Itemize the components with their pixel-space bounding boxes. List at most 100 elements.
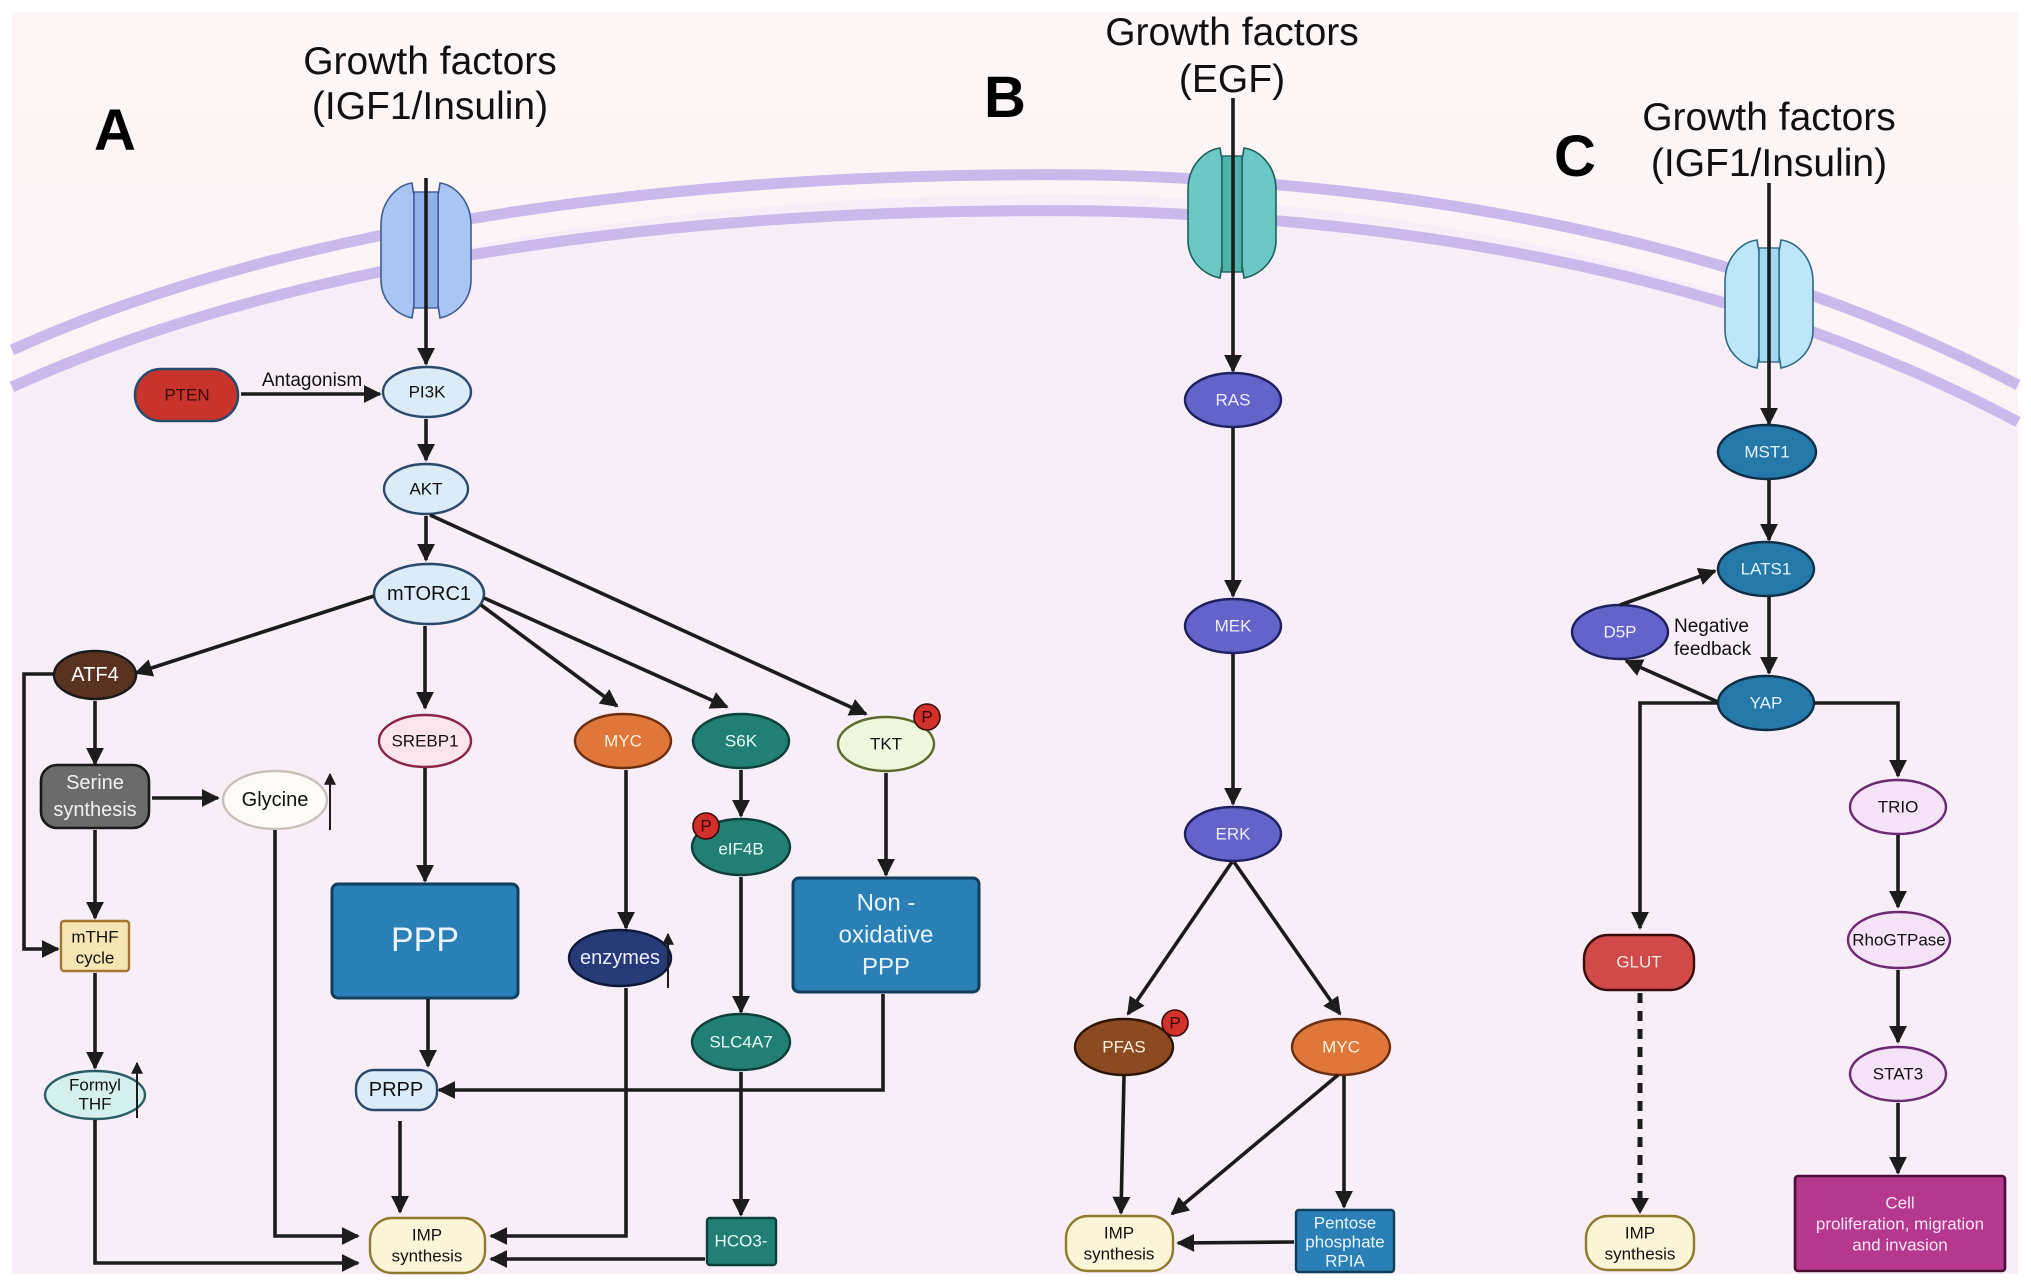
svg-text:synthesis: synthesis: [392, 1247, 463, 1266]
node-stat3: STAT3: [1848, 1045, 1948, 1103]
node-glycine: Glycine: [221, 769, 329, 831]
svg-text:cycle: cycle: [76, 949, 115, 968]
svg-text:ERK: ERK: [1216, 825, 1252, 844]
node-s6k: S6K: [691, 712, 791, 770]
arrow-pfas-to-imp: [1112, 1075, 1131, 1215]
node-erk: ERK: [1183, 805, 1283, 863]
node-ppp: PPP: [330, 882, 520, 1000]
svg-text:MYC: MYC: [1322, 1038, 1360, 1057]
svg-text:proliferation, migration: proliferation, migration: [1816, 1215, 1984, 1234]
svg-text:Pentose: Pentose: [1314, 1214, 1376, 1233]
node-mek: MEK: [1183, 597, 1283, 655]
svg-text:TRIO: TRIO: [1878, 798, 1919, 817]
svg-text:HCO3-: HCO3-: [715, 1232, 768, 1251]
svg-text:SREBP1: SREBP1: [391, 732, 458, 751]
panel-letter-c: C: [1554, 124, 1596, 189]
arrow-mtorc1-to-s6k: [483, 596, 729, 709]
svg-text:MYC: MYC: [604, 732, 642, 751]
ligand-label-b-line2: (EGF): [1179, 58, 1285, 101]
node-eif4b: eIF4B P: [690, 812, 792, 877]
arrow-myc-to-imp: [1170, 1073, 1340, 1216]
svg-text:enzymes: enzymes: [580, 947, 660, 969]
node-tkt: TKT P: [836, 703, 941, 773]
node-prpp: PRPP: [354, 1068, 439, 1112]
negative-feedback-label-line2: feedback: [1674, 639, 1752, 660]
antagonism-label: Antagonism: [262, 370, 362, 391]
arrow-rpia-to-imp: [1176, 1233, 1295, 1252]
svg-text:RAS: RAS: [1216, 391, 1251, 410]
svg-text:GLUT: GLUT: [1616, 953, 1661, 972]
arrow-glycine-to-imp: [273, 830, 360, 1245]
arrow-formyl-thf-to-imp: [93, 1120, 360, 1272]
node-hco3: HCO3-: [705, 1216, 778, 1267]
panel-letter-a: A: [94, 98, 136, 163]
node-pfas: PFAS P: [1073, 1009, 1189, 1077]
svg-text:RPIA: RPIA: [1325, 1252, 1365, 1271]
negative-feedback-label-line1: Negative: [1674, 616, 1749, 637]
svg-text:TKT: TKT: [870, 735, 902, 754]
arrow-akt-to-tkt: [429, 513, 868, 716]
svg-text:PRPP: PRPP: [369, 1079, 423, 1101]
node-myc-a: MYC: [573, 712, 673, 770]
arrow-atf4-to-mthf: [22, 672, 60, 958]
node-enzymes: enzymes: [567, 928, 673, 988]
arrow-yap-to-trio: [1814, 701, 1907, 778]
svg-text:S6K: S6K: [725, 732, 758, 751]
node-slc4a7: SLC4A7: [690, 1012, 792, 1072]
node-trio: TRIO: [1848, 778, 1948, 836]
node-lats1: LATS1: [1716, 540, 1816, 598]
svg-text:Cell: Cell: [1885, 1194, 1914, 1213]
node-ras: RAS: [1183, 371, 1283, 429]
svg-text:RhoGTPase: RhoGTPase: [1852, 931, 1946, 950]
svg-text:AKT: AKT: [409, 480, 442, 499]
svg-text:and invasion: and invasion: [1852, 1236, 1947, 1255]
node-mtorc1: mTORC1: [372, 562, 486, 626]
svg-text:D5P: D5P: [1603, 623, 1636, 642]
node-myc-b: MYC: [1290, 1017, 1392, 1077]
svg-text:P: P: [921, 708, 932, 727]
svg-text:oxidative: oxidative: [839, 922, 934, 949]
ligand-label-a-line2: (IGF1/Insulin): [312, 85, 548, 128]
node-nonoxidative-ppp: Non - oxidative PPP: [791, 876, 981, 994]
node-pi3k: PI3K: [381, 365, 473, 419]
arrow-erk-to-myc: [1232, 860, 1342, 1016]
svg-text:P: P: [700, 817, 711, 836]
svg-text:IMP: IMP: [412, 1226, 442, 1245]
node-cell-proliferation-outcome: Cell proliferation, migration and invasi…: [1793, 1174, 2007, 1273]
svg-text:IMP: IMP: [1104, 1224, 1134, 1243]
arrow-mtorc1-to-myc: [479, 603, 619, 708]
node-mthf-cycle: mTHF cycle: [59, 919, 131, 973]
node-yap: YAP: [1716, 674, 1816, 732]
arrow-yap-to-glut: [1631, 701, 1718, 930]
svg-text:MEK: MEK: [1215, 617, 1253, 636]
phospho-badge-tkt-icon: [913, 703, 941, 731]
svg-text:Formyl: Formyl: [69, 1076, 121, 1095]
panel-a: A Growth factors (IGF1/Insulin) PTEN Ant…: [22, 40, 981, 1275]
panel-b: B Growth factors (EGF) RAS MEK ERK PFAS: [984, 11, 1396, 1274]
svg-text:LATS1: LATS1: [1741, 560, 1792, 579]
node-rhogtpase: RhoGTPase: [1846, 910, 1952, 970]
svg-text:SLC4A7: SLC4A7: [709, 1033, 772, 1052]
cytoplasm: [12, 194, 2018, 1274]
phospho-badge-eif4b-icon: [692, 812, 720, 840]
arrow-yap-to-d5p: [1624, 659, 1719, 704]
node-imp-synthesis-c: IMP synthesis: [1584, 1214, 1696, 1272]
svg-text:STAT3: STAT3: [1873, 1065, 1923, 1084]
svg-text:mTHF: mTHF: [71, 928, 118, 947]
svg-text:PPP: PPP: [391, 921, 459, 959]
svg-text:mTORC1: mTORC1: [387, 583, 471, 605]
svg-text:P: P: [1169, 1014, 1180, 1033]
svg-text:synthesis: synthesis: [1605, 1245, 1676, 1264]
arrow-nonox-ppp-to-prpp: [437, 994, 885, 1099]
receptor-igf1r-icon: [380, 182, 472, 319]
arrow-mtorc1-to-atf4: [134, 594, 375, 677]
svg-text:synthesis: synthesis: [53, 799, 136, 821]
node-akt: AKT: [382, 462, 470, 516]
node-formyl-thf: Formyl THF: [43, 1069, 147, 1121]
arrow-enzymes-to-imp: [489, 988, 628, 1245]
svg-text:THF: THF: [78, 1095, 111, 1114]
svg-text:eIF4B: eIF4B: [718, 840, 763, 859]
node-pentose-phosphate-rpia: Pentose phosphate RPIA: [1294, 1208, 1396, 1274]
arrow-erk-to-pfas: [1126, 860, 1234, 1016]
